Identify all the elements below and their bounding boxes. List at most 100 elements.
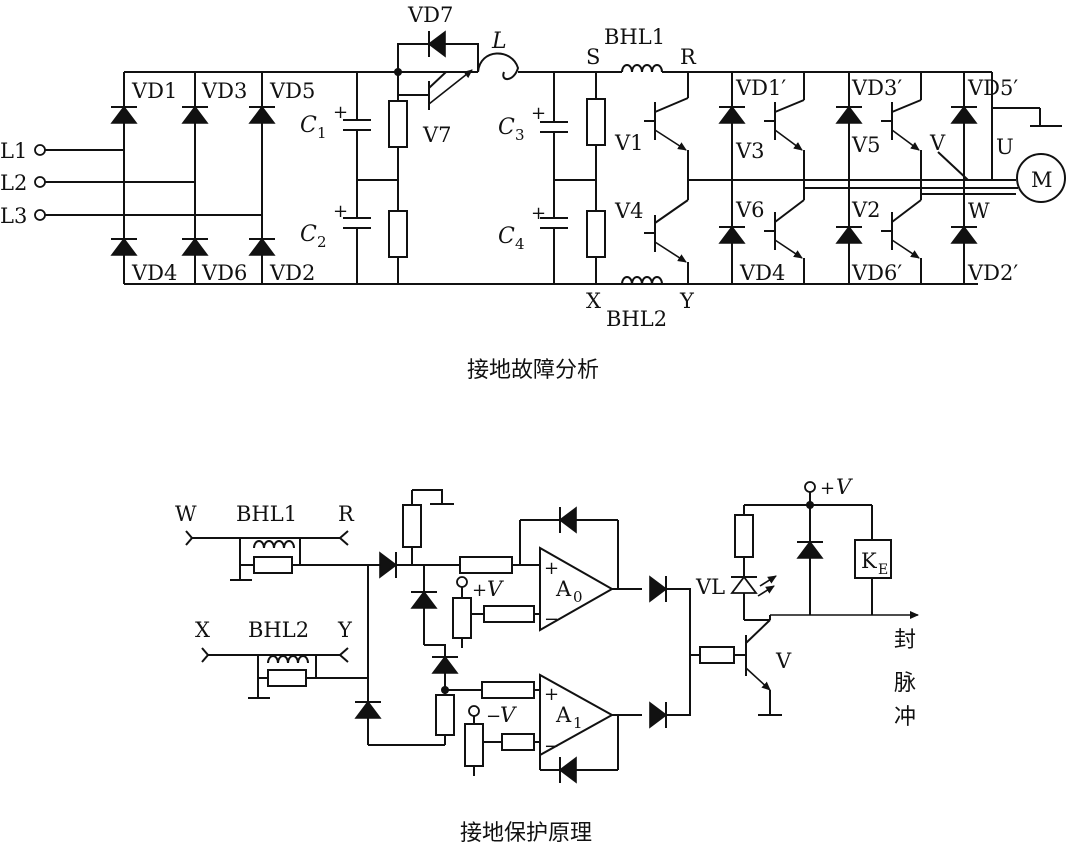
label-C3: C (498, 115, 515, 140)
label-R: R (680, 45, 697, 69)
opamp-A0-icon (539, 546, 615, 632)
label-A0-sub: 0 (573, 588, 583, 606)
label-L2: L2 (0, 171, 27, 195)
label-L1: L1 (0, 139, 27, 163)
label-A1: A (555, 703, 572, 727)
label-BHL2-2: BHL2 (248, 618, 309, 642)
resistor-icon (388, 100, 408, 148)
label-VD3: VD3 (201, 79, 247, 103)
label-chong: 冲 (894, 705, 916, 730)
ground-protection-principle-figure: W BHL1 R X BHL2 Y (175, 475, 919, 846)
label-minusV: V (500, 703, 517, 727)
label-VD4-inverter: VD4 (739, 261, 785, 285)
label-VD2p: VD2′ (967, 261, 1018, 285)
capacitors-C3-C4: C 3 + C 4 + (498, 72, 606, 284)
label-VD3p: VD3′ (851, 76, 902, 100)
resistor-icon (699, 646, 735, 664)
label-V-transistor: V (775, 649, 792, 673)
diode-VD1p-icon (718, 106, 746, 124)
sensor-coil-icon (267, 655, 309, 664)
resistor-icon (388, 210, 408, 258)
label-A0: A (555, 577, 572, 601)
diode-VD7-icon (428, 30, 446, 58)
inverter-leg-2: VD1′ V3 V6 VD4 (718, 72, 805, 285)
relay-KE-icon (854, 539, 892, 579)
motor-connections: M U V W (688, 72, 1066, 223)
rectifier-bridge: VD1 VD3 VD5 VD4 VD6 VD2 (110, 71, 978, 285)
label-V1: V1 (614, 131, 644, 155)
resistor-icon (402, 504, 422, 548)
label-V5: V5 (851, 133, 881, 157)
sensor-coil-BHL2-icon (621, 276, 663, 285)
label-plusV-top: V (836, 475, 853, 499)
label-V7: V7 (422, 123, 452, 147)
input-terminals: L1 L2 L3 (0, 139, 262, 228)
caption-ground-protection-principle: 接地保护原理 (460, 821, 592, 846)
chopper-V7: VD7 V7 (397, 3, 479, 147)
diode-VD6p-icon (835, 226, 863, 244)
ground-fault-analysis-figure: L1 L2 L3 VD1 VD3 VD5 VD4 VD6 VD2 (0, 3, 1066, 383)
label-VD6p: VD6′ (851, 261, 902, 285)
label-KE: K (861, 549, 877, 573)
diode-VD4-icon (110, 238, 138, 256)
diode-icon (559, 506, 577, 534)
diode-VD5p-icon (950, 106, 978, 124)
diode-VD4-icon (718, 226, 746, 244)
resistor-icon (586, 98, 606, 146)
diode-network (354, 489, 482, 746)
diode-icon (410, 591, 438, 609)
resistor-icon (267, 669, 307, 687)
label-VD4: VD4 (131, 261, 177, 285)
label-Y: Y (679, 289, 695, 313)
diode-icon (649, 701, 667, 729)
label-M: M (1031, 168, 1053, 192)
resistor-icon (483, 605, 535, 623)
dc-bus-sensors: S BHL1 R X BHL2 Y (586, 25, 992, 331)
label-VD7: VD7 (407, 3, 453, 27)
caption-ground-fault-analysis: 接地故障分析 (467, 358, 599, 383)
resistor-icon (253, 556, 293, 574)
label-W: W (968, 199, 990, 223)
label-C4-plus: + (531, 203, 546, 224)
label-L3: L3 (0, 204, 27, 228)
label-BHL1: BHL1 (604, 25, 665, 49)
resistor-icon (734, 514, 754, 558)
diode-icon (559, 756, 577, 784)
label-KE-sub: E (878, 562, 888, 578)
label-C2-plus: + (333, 201, 348, 222)
label-V-phase: V (929, 131, 946, 155)
inductor-L: L (477, 29, 596, 80)
opamp-A0: + − A 0 + V (452, 506, 642, 648)
label-VD1: VD1 (131, 79, 177, 103)
motor-icon (1016, 153, 1066, 203)
label-C4: C (498, 224, 515, 249)
label-A0-minus: − (544, 609, 559, 630)
label-plusV: V (487, 577, 504, 601)
label-VL: VL (695, 575, 725, 599)
resistor-icon (452, 597, 472, 639)
diode-VD6-icon (181, 238, 209, 256)
label-W-input: W (175, 502, 197, 526)
label-V4: V4 (614, 199, 644, 223)
label-C1-plus: + (333, 102, 348, 123)
diode-icon (796, 541, 824, 559)
label-mai: 脉 (894, 671, 916, 696)
label-plusV-sign: + (472, 580, 487, 601)
inverter-leg-3: VD3′ V5 V2 VD6′ (835, 72, 922, 285)
label-C1: C (300, 113, 317, 138)
diode-VD5-icon (248, 106, 276, 124)
label-VD2: VD2 (269, 261, 315, 285)
label-R-2: R (338, 502, 355, 526)
sensor-coil-icon (253, 540, 295, 549)
resistor-icon (464, 723, 484, 767)
label-A0-plus: + (544, 558, 559, 579)
label-V6: V6 (735, 198, 765, 222)
label-VD5: VD5 (269, 79, 315, 103)
opamp-A1: + − A 1 − V (464, 673, 642, 784)
diode-icon (649, 575, 667, 603)
label-U: U (996, 135, 1014, 159)
label-S: S (586, 45, 600, 69)
label-VD6: VD6 (201, 261, 247, 285)
label-V3: V3 (735, 139, 765, 163)
diode-VD2-icon (248, 238, 276, 256)
